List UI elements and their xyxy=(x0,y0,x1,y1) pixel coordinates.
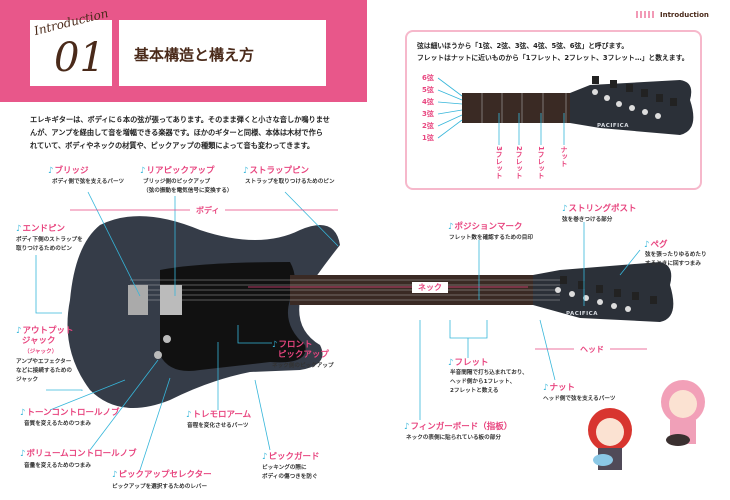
label-output-jack-alt: （ジャック） xyxy=(24,349,58,355)
label-pickup-selector: ♪ピックアップセレクター xyxy=(112,470,212,480)
desc-bridge: ボディ側で弦を支えるパーツ xyxy=(52,179,125,185)
range-head: ヘッド xyxy=(574,344,610,355)
nut-label: ナット xyxy=(560,146,568,167)
headstock-diagram xyxy=(437,76,694,145)
leader-lines xyxy=(35,191,641,471)
desc-pickguard-2: ボディの傷つきを防ぐ xyxy=(262,474,318,480)
desc-rear-pickup-2: （弦の振動を電気信号に変換する） xyxy=(143,188,233,194)
label-peg: ♪ペグ xyxy=(644,240,668,250)
desc-tone-knob: 音質を変えるためのつまみ xyxy=(24,421,91,427)
label-pickguard: ♪ピックガード xyxy=(262,452,320,462)
brand-logo-main: PACIFICA xyxy=(566,311,598,317)
page-title: 基本構造と構え方 xyxy=(134,46,255,64)
label-volume-knob: ♪ボリュームコントロールノブ xyxy=(20,449,137,459)
info-text: 弦は細いほうから「1弦、2弦、3弦、4弦、5弦、6弦」と呼びます。 フレットはナ… xyxy=(417,40,689,64)
desc-tremolo-arm: 音程を変化させるパーツ xyxy=(187,423,249,429)
string-label-1: 1弦 xyxy=(422,134,434,142)
label-tremolo-arm: ♪トレモロアーム xyxy=(186,410,252,420)
label-front-pickup: ♪フロント ピックアップ xyxy=(272,340,329,360)
label-rear-pickup: ♪リアピックアップ xyxy=(140,166,215,176)
info-box xyxy=(405,30,702,190)
title-box xyxy=(119,20,326,86)
string-label-3: 3弦 xyxy=(422,110,434,118)
desc-position-mark: フレット数を確認するための目印 xyxy=(449,235,533,241)
fret-label-1: 1フレット xyxy=(537,146,545,179)
fret-label-3: 3フレット xyxy=(495,146,503,179)
string-label-2: 2弦 xyxy=(422,122,434,130)
desc-peg-2: するときに回すつまみ xyxy=(645,261,701,267)
desc-nut: ヘッド側で弦を支えるパーツ xyxy=(543,396,616,402)
chapter-number-box xyxy=(30,20,112,86)
label-strap-pin: ♪ストラップピン xyxy=(243,166,309,176)
desc-fingerboard: ネックの表側に貼られている板の部分 xyxy=(406,435,501,441)
desc-rear-pickup-1: ブリッジ側のピックアップ xyxy=(143,179,211,185)
string-label-6: 6弦 xyxy=(422,74,434,82)
string-label-4: 4弦 xyxy=(422,98,434,106)
desc-end-pin-1: ボディ下側のストラップを xyxy=(16,237,83,243)
label-end-pin: ♪エンドピン xyxy=(16,224,65,234)
range-neck: ネック xyxy=(412,282,448,293)
desc-front-pickup: ネック側のピックアップ xyxy=(272,363,334,369)
desc-fret-1: 半音間隔で打ち込まれており、 xyxy=(450,370,528,376)
desc-output-jack-2: などに接続するための xyxy=(16,368,72,374)
desc-volume-knob: 音量を変えるためのつまみ xyxy=(24,463,91,469)
label-fret: ♪フレット xyxy=(448,358,489,368)
desc-string-post: 弦を巻きつける部分 xyxy=(562,217,613,223)
label-output-jack: ♪アウトプット ジャック xyxy=(16,326,74,346)
string-label-5: 5弦 xyxy=(422,86,434,94)
info-line-2: フレットはナットに近いものから「1フレット、2フレット、3フレット…」と数えます… xyxy=(417,54,689,62)
range-body: ボディ xyxy=(190,205,226,216)
label-tone-knob: ♪トーンコントロールノブ xyxy=(20,408,120,418)
fret-label-2: 2フレット xyxy=(515,146,523,179)
desc-fret-3: 2フレットと数える xyxy=(450,388,499,394)
brand-logo-diagram: PACIFICA xyxy=(597,123,629,129)
desc-output-jack-3: ジャック xyxy=(16,377,39,383)
label-fingerboard: ♪フィンガーボード（指板） xyxy=(404,422,513,432)
desc-strap-pin: ストラップを取りつけるためのピン xyxy=(245,179,335,185)
desc-pickup-selector: ピックアップを選択するためのレバー xyxy=(112,484,208,490)
label-string-post: ♪ストリングポスト xyxy=(562,204,637,214)
chibi-characters xyxy=(588,380,705,470)
label-position-mark: ♪ポジションマーク xyxy=(448,222,523,232)
info-line-1: 弦は細いほうから「1弦、2弦、3弦、4弦、5弦、6弦」と呼びます。 xyxy=(417,42,629,50)
section-tag: Introduction xyxy=(660,11,709,19)
desc-end-pin-2: 取りつけるためのピン xyxy=(16,246,72,252)
label-nut: ♪ナット xyxy=(543,383,575,393)
chapter-number: 01 xyxy=(54,35,105,81)
guitar-main xyxy=(67,216,674,408)
label-bridge: ♪ブリッジ xyxy=(48,166,89,176)
desc-output-jack-1: アンプやエフェクター xyxy=(16,359,72,365)
equalizer-icon xyxy=(636,11,654,18)
desc-fret-2: ヘッド側から1フレット、 xyxy=(450,379,516,385)
intro-paragraph: エレキギターは、ボディに６本の弦が張ってあります。そのまま弾くと小さな音しか鳴り… xyxy=(30,115,330,150)
desc-peg-1: 弦を張ったりゆるめたり xyxy=(645,252,707,258)
desc-pickguard-1: ピッキングの際に xyxy=(262,465,307,471)
